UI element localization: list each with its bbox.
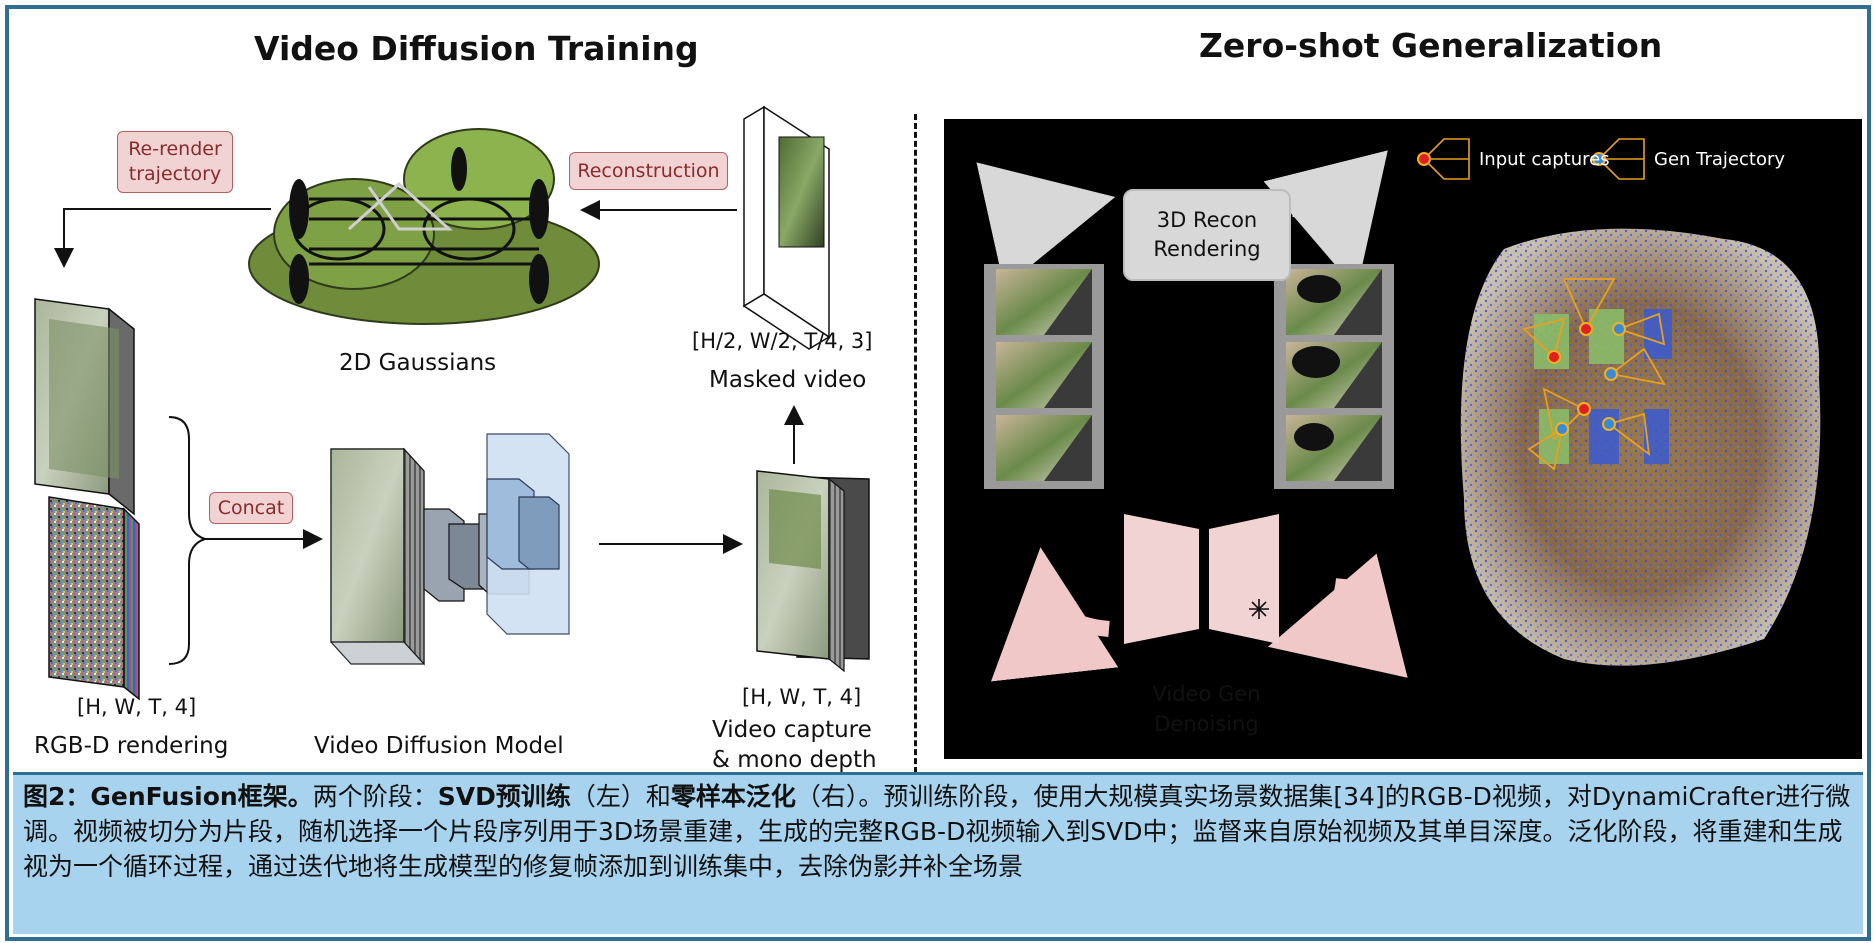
recon-line1: 3D Recon xyxy=(1156,208,1258,232)
generalization-graphics xyxy=(976,138,1821,682)
recon-box: 3D Recon Rendering xyxy=(1123,189,1291,281)
film-strip-icon xyxy=(1274,264,1394,489)
capture-label-2: & mono depth xyxy=(712,747,877,773)
camera-frustum-icon xyxy=(1522,278,1666,471)
caption-bold-2: SVD预训练 xyxy=(437,782,571,811)
gen-line2: Denoising xyxy=(1154,712,1259,736)
section-divider xyxy=(914,114,917,782)
capture-dim: [H, W, T, 4] xyxy=(742,685,862,709)
training-diagram xyxy=(34,105,870,701)
figure-caption: 图2：GenFusion框架。两个阶段：SVD预训练（左）和零样本泛化（右）。预… xyxy=(13,772,1863,934)
legend-input: Input captures xyxy=(1479,149,1610,170)
rgbd-label: RGB-D rendering xyxy=(34,733,229,759)
vdm-label: Video Diffusion Model xyxy=(314,733,564,759)
gen-line1: Video Gen xyxy=(1152,682,1261,706)
left-title: Video Diffusion Training xyxy=(254,29,699,68)
caption-text-3: （右）。预训练阶段，使用大规模真实场景数据集[34]的RGB-D视频，对Dyna… xyxy=(23,782,1851,881)
reconstruction-pill: Reconstruction xyxy=(569,152,728,190)
concat-label: Concat xyxy=(217,496,285,519)
scene-reconstruction xyxy=(1460,228,1821,666)
film-strip-icon xyxy=(984,264,1104,489)
capture-label-1: Video capture xyxy=(712,717,872,743)
gen-label: Video Gen Denoising xyxy=(1139,679,1274,739)
rerender-label: Re-render trajectory xyxy=(128,138,222,185)
caption-bold-1: 图2：GenFusion框架。 xyxy=(23,782,313,811)
input-marker-icon xyxy=(1417,152,1431,166)
figure-frame: Video Diffusion Training Re-render traje… xyxy=(5,5,1871,941)
rgbd-noise-stack xyxy=(48,496,140,701)
reconstruction-label: Reconstruction xyxy=(577,159,720,182)
vdm-decoder xyxy=(486,433,570,635)
vdm-encoder xyxy=(330,447,530,666)
masked-label: Masked video xyxy=(709,367,867,393)
snowflake-icon xyxy=(1249,599,1269,619)
rerender-pill: Re-render trajectory xyxy=(117,131,233,193)
caption-bold-3: 零样本泛化 xyxy=(670,782,796,811)
capture-stack xyxy=(756,470,870,673)
legend-gen: Gen Trajectory xyxy=(1654,149,1786,170)
gaussians-label: 2D Gaussians xyxy=(339,350,497,376)
rgbd-dim: [H, W, T, 4] xyxy=(77,695,197,719)
masked-dim: [H/2, W/2, T/4, 3] xyxy=(692,329,873,353)
recon-line2: Rendering xyxy=(1153,237,1261,261)
right-title: Zero-shot Generalization xyxy=(1199,26,1663,65)
caption-text-1: 两个阶段： xyxy=(312,782,438,811)
gen-marker-icon xyxy=(1592,152,1606,166)
rgbd-rgb-stack xyxy=(34,298,135,516)
generalization-panel: 3D Recon Rendering Input captures Gen Tr… xyxy=(944,119,1862,759)
caption-text-2: （左）和 xyxy=(570,782,671,811)
concat-pill: Concat xyxy=(209,492,293,524)
